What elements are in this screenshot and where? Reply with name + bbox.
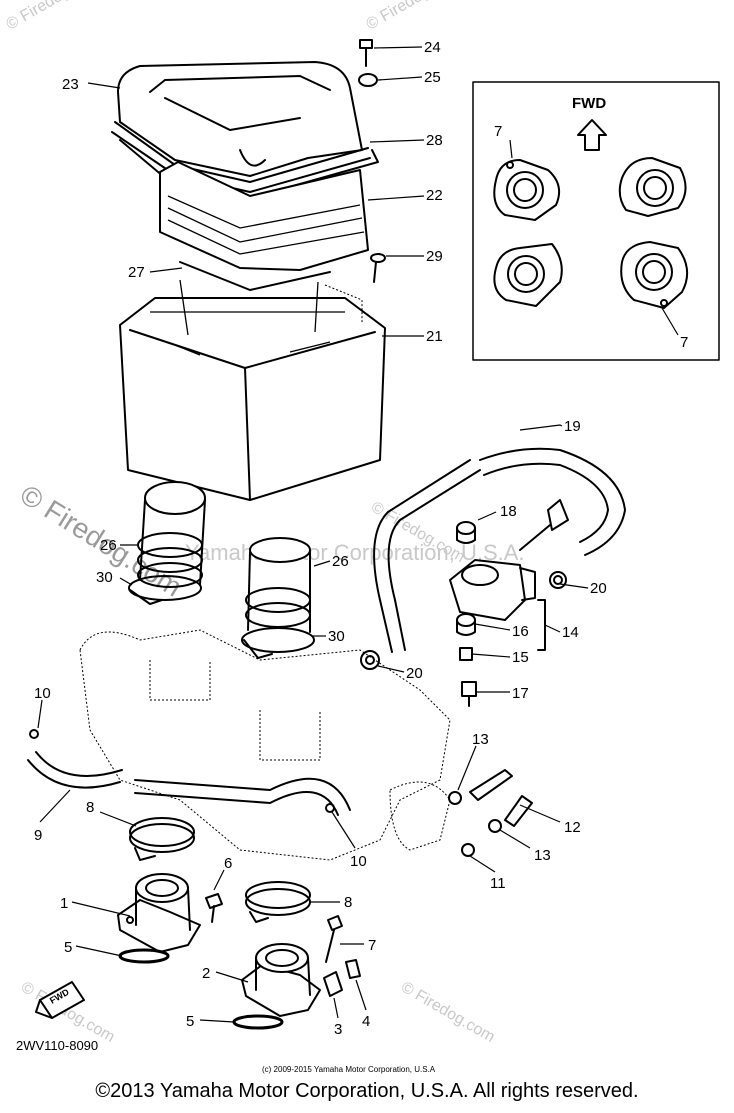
callout-27: 27 bbox=[128, 264, 145, 281]
callout-8-left: 8 bbox=[86, 799, 94, 816]
watermark-text: © Firedog.com bbox=[364, 0, 464, 33]
callout-28: 28 bbox=[426, 132, 443, 149]
callout-18: 18 bbox=[500, 503, 517, 520]
air-box-case-21[interactable] bbox=[119, 279, 386, 501]
bolt-24[interactable] bbox=[359, 39, 373, 67]
hose-12-short[interactable] bbox=[504, 795, 533, 827]
air-filter-element-22[interactable] bbox=[159, 161, 369, 271]
clip-13-b[interactable] bbox=[488, 819, 502, 833]
callout-15: 15 bbox=[512, 649, 529, 666]
callout-23: 23 bbox=[62, 76, 79, 93]
callout-16: 16 bbox=[512, 623, 529, 640]
screw-29[interactable] bbox=[370, 253, 386, 283]
callout-10-left: 10 bbox=[34, 685, 51, 702]
clamp-8-right[interactable] bbox=[245, 881, 311, 923]
clamp-30-left[interactable] bbox=[128, 575, 202, 605]
callout-11: 11 bbox=[490, 875, 506, 892]
fwd-label: FWD bbox=[572, 95, 606, 112]
clip-10[interactable] bbox=[29, 729, 39, 739]
hose-19[interactable] bbox=[373, 447, 626, 653]
callout-7-inset-bottom: 7 bbox=[680, 334, 688, 351]
callout-30-right: 30 bbox=[328, 628, 345, 645]
gasket-27[interactable] bbox=[179, 261, 331, 291]
callout-30-left: 30 bbox=[96, 569, 113, 586]
clip-4[interactable] bbox=[345, 959, 361, 979]
callout-10-right: 10 bbox=[350, 853, 367, 870]
o-ring-5-b[interactable] bbox=[232, 1014, 284, 1030]
callout-20-left: 20 bbox=[406, 665, 423, 682]
watermark-text: © Firedog.com bbox=[4, 0, 104, 33]
joint-flange bbox=[620, 241, 689, 309]
clip-20-left[interactable] bbox=[360, 650, 380, 670]
air-cut-valve-14[interactable] bbox=[449, 499, 569, 621]
clip-10-b[interactable] bbox=[325, 803, 335, 813]
fwd-arrow-icon bbox=[577, 119, 607, 151]
callout-7-inset-top: 7 bbox=[494, 123, 502, 140]
callout-29: 29 bbox=[426, 248, 443, 265]
callout-13-bottom: 13 bbox=[534, 847, 551, 864]
joint-flange bbox=[493, 243, 563, 307]
callout-5-bottom: 5 bbox=[186, 1013, 194, 1030]
air-joint-26-right[interactable] bbox=[245, 537, 311, 633]
intake-joint-2[interactable] bbox=[241, 943, 321, 1017]
callout-20-right: 20 bbox=[590, 580, 607, 597]
callout-labels: 23 24 25 28 22 29 27 21 7 7 19 18 20 16 … bbox=[34, 39, 688, 1038]
bracket-14 bbox=[537, 599, 546, 651]
callout-5-top: 5 bbox=[64, 939, 72, 956]
bolt-7[interactable] bbox=[325, 915, 343, 963]
joint-flange bbox=[493, 159, 561, 221]
callout-13-top: 13 bbox=[472, 731, 489, 748]
callout-26-right: 26 bbox=[332, 553, 349, 570]
cap-18[interactable] bbox=[456, 521, 476, 544]
cap-3[interactable] bbox=[323, 971, 343, 997]
air-joint-26-left[interactable] bbox=[137, 481, 206, 588]
diagram-copyright: (c) 2009-2015 Yamaha Motor Corporation, … bbox=[262, 1065, 436, 1074]
callout-26-left: 26 bbox=[100, 537, 117, 554]
footer-copyright: ©2013 Yamaha Motor Corporation, U.S.A. A… bbox=[95, 1080, 639, 1102]
callout-14: 14 bbox=[562, 624, 579, 641]
air-box-cover-23[interactable] bbox=[111, 61, 371, 193]
callout-21: 21 bbox=[426, 328, 443, 345]
o-ring-5-a[interactable] bbox=[118, 948, 170, 964]
part-code: 2WV110-8090 bbox=[16, 1038, 98, 1053]
callout-3: 3 bbox=[334, 1021, 342, 1038]
callout-4: 4 bbox=[362, 1013, 370, 1030]
callout-1: 1 bbox=[60, 895, 68, 912]
clip-13-a[interactable] bbox=[448, 791, 462, 805]
clamp-30-right[interactable] bbox=[241, 627, 315, 659]
callout-25: 25 bbox=[424, 69, 441, 86]
intake-joint-1[interactable] bbox=[117, 873, 201, 953]
watermark-text: © Firedog.com bbox=[398, 979, 498, 1046]
watermark-center: Yamaha Motor Corporation, U.S.A. bbox=[185, 540, 525, 565]
callout-24: 24 bbox=[424, 39, 441, 56]
carburetor-assembly bbox=[79, 629, 451, 861]
callout-2: 2 bbox=[202, 965, 210, 982]
bolt-6[interactable] bbox=[205, 893, 223, 923]
joint-flange bbox=[618, 157, 687, 217]
callout-22: 22 bbox=[426, 187, 443, 204]
callout-17: 17 bbox=[512, 685, 529, 702]
washer-25[interactable] bbox=[358, 73, 378, 87]
callout-7: 7 bbox=[368, 937, 376, 954]
callout-12: 12 bbox=[564, 819, 581, 836]
cap-16[interactable] bbox=[456, 613, 476, 636]
callout-8-right: 8 bbox=[344, 894, 352, 911]
inset-joint-orientation: FWD bbox=[472, 81, 720, 361]
callout-6: 6 bbox=[224, 855, 232, 872]
callout-9: 9 bbox=[34, 827, 42, 844]
clip-20-right[interactable] bbox=[549, 571, 567, 589]
hose-10-b[interactable] bbox=[134, 777, 351, 816]
fitting-17[interactable] bbox=[461, 681, 477, 707]
hose-9[interactable] bbox=[27, 751, 123, 789]
leader-lines bbox=[37, 46, 679, 1023]
callout-19: 19 bbox=[564, 418, 581, 435]
fwd-direction-tag: FWD bbox=[35, 981, 85, 1019]
plug-15[interactable] bbox=[459, 647, 473, 661]
clamp-8-left[interactable] bbox=[129, 817, 195, 861]
hose-12[interactable] bbox=[469, 769, 513, 801]
clip-11[interactable] bbox=[461, 843, 475, 857]
